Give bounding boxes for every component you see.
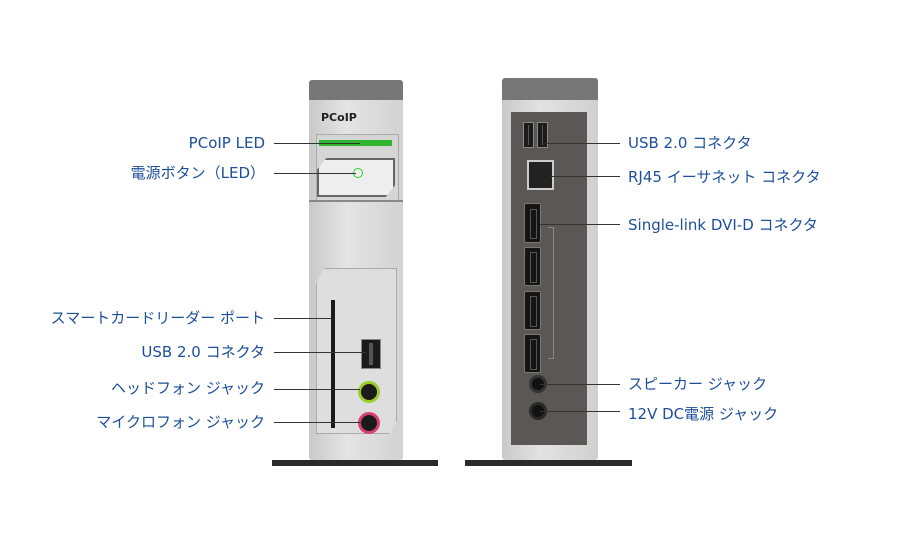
rj45-port[interactable]: [527, 160, 554, 190]
back-device: [502, 78, 598, 460]
front-usb-port[interactable]: [361, 339, 381, 369]
top-band: [309, 80, 403, 100]
dvi-port-1[interactable]: [524, 203, 541, 243]
smart-card-slot[interactable]: [331, 300, 335, 428]
label-power-button: 電源ボタン（LED）: [130, 164, 265, 182]
label-smart-card: スマートカードリーダー ポート: [50, 309, 265, 327]
leader-line: [274, 318, 332, 319]
dvi-port-3[interactable]: [524, 291, 541, 330]
leader-line: [274, 173, 356, 174]
front-base: [272, 460, 438, 466]
headphone-jack[interactable]: [358, 381, 380, 403]
leader-line: [540, 384, 620, 385]
label-dvi: Single-link DVI-D コネクタ: [628, 216, 818, 234]
label-dc-power: 12V DC電源 ジャック: [628, 405, 779, 423]
back-usb-port-2[interactable]: [537, 122, 548, 148]
leader-line: [274, 389, 360, 390]
pcoip-logo: PCoIP: [321, 111, 357, 124]
front-device: PCoIP: [309, 80, 403, 460]
leader-line: [274, 143, 360, 144]
label-rj45: RJ45 イーサネット コネクタ: [628, 168, 821, 186]
back-usb-port-1[interactable]: [523, 122, 534, 148]
dvi-port-2[interactable]: [524, 247, 541, 286]
leader-line: [540, 411, 620, 412]
back-base: [465, 460, 632, 466]
leader-line: [540, 224, 620, 225]
label-front-usb: USB 2.0 コネクタ: [141, 343, 265, 361]
port-bracket: [548, 227, 554, 359]
leader-line: [274, 422, 362, 423]
top-band: [502, 78, 598, 100]
label-back-usb: USB 2.0 コネクタ: [628, 134, 752, 152]
dvi-port-4[interactable]: [524, 334, 541, 373]
leader-line: [545, 143, 620, 144]
label-microphone: マイクロフォン ジャック: [96, 413, 265, 431]
label-pcoip-led: PCoIP LED: [188, 134, 265, 152]
leader-line: [274, 352, 366, 353]
leader-line: [550, 176, 620, 177]
label-headphone: ヘッドフォン ジャック: [110, 379, 265, 397]
front-bottom-panel: [316, 268, 397, 434]
label-speaker: スピーカー ジャック: [628, 375, 768, 393]
separator: [309, 200, 403, 202]
microphone-jack[interactable]: [358, 412, 380, 434]
